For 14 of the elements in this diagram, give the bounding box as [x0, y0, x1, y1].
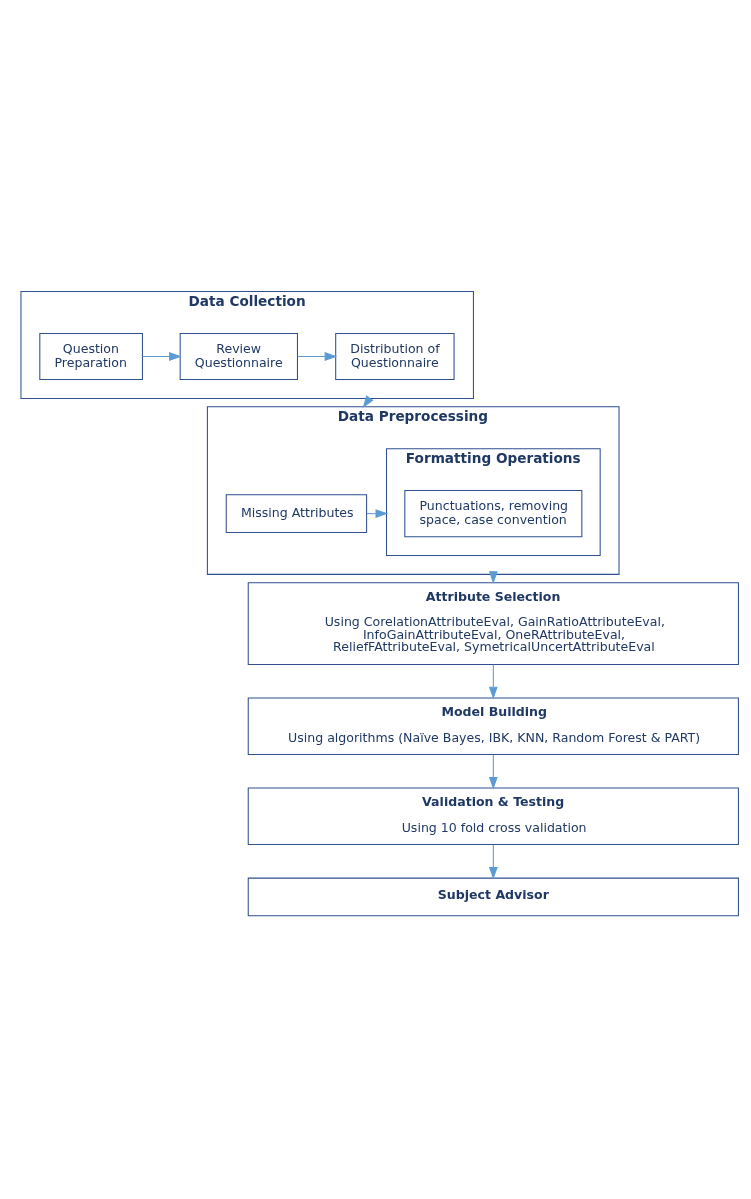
arrow: [297, 352, 338, 361]
node-box: Review Questionnaire: [179, 332, 298, 381]
node-box: Punctuations, removing space, case convention: [404, 490, 583, 538]
node-box: Model Building Using algorithms (Naïve Bayes, IBK, KNN, Random Forest & PART): [247, 697, 739, 756]
node-box: Attribute Selection Using CorelationAttributeEval, GainRatioAttributeEval, InfoGainAttributeEval, OneRAttributeEval, ReliefFAttributeEval, SymetricalUncertAttributeEval: [247, 582, 739, 665]
node-box: Missing Attributes: [225, 494, 368, 533]
node-box: Subject Advisor: [247, 877, 739, 917]
node-box: Question Preparation: [39, 332, 143, 381]
arrow: [488, 664, 498, 700]
node-box: Distribution of Questionnaire: [335, 332, 455, 381]
node-box: Validation & Testing Using 10 fold cross validation: [247, 787, 739, 846]
arrow: [488, 844, 498, 880]
arrow: [488, 754, 498, 790]
arrow: [141, 352, 182, 361]
